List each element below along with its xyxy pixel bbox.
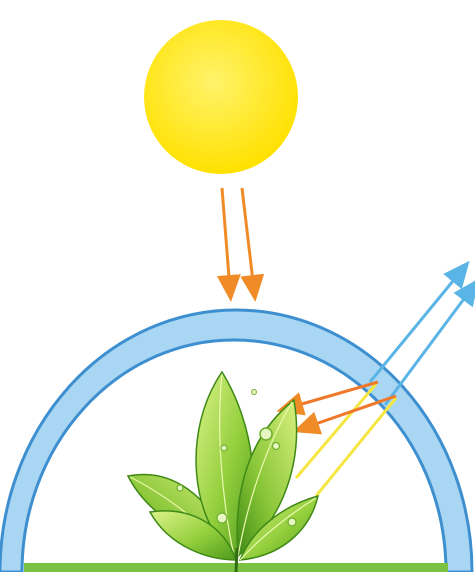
sun [144,20,298,174]
droplet [288,518,296,526]
droplet [177,485,183,491]
droplet [273,443,280,450]
plant [128,372,318,572]
droplet [221,445,227,451]
droplet [260,428,272,440]
incoming-solar-rays [222,188,254,290]
plant-stem [236,548,237,572]
droplet [252,390,257,395]
heat-ray-2 [316,398,396,496]
incoming-ray-1 [222,188,230,290]
reflected-ray-1 [288,382,378,408]
incoming-ray-2 [242,188,254,290]
droplet [217,513,227,523]
heat-ray-1 [296,384,376,478]
